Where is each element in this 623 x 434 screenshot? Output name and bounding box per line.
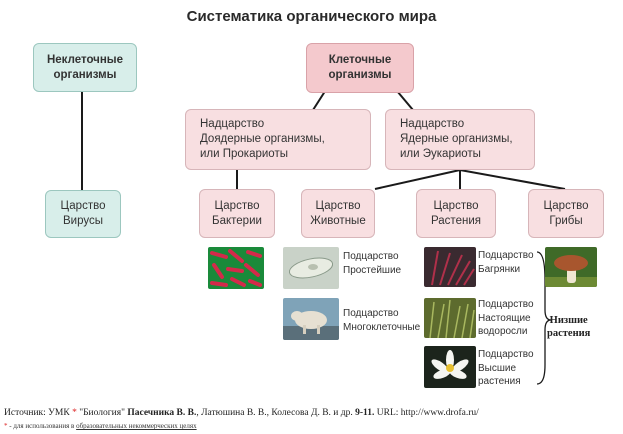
diagram-title: Систематика органического мира <box>186 8 437 25</box>
node-prokaryotes: Надцарство Доядерные организмы, или Прок… <box>185 109 371 170</box>
usage-note: * - для использования в образовательных … <box>4 422 197 430</box>
subkingdom-higher-plants: Подцарство Высшие растения <box>478 349 534 387</box>
node-eukaryotes: Надцарство Ядерные организмы, или Эукари… <box>385 109 535 170</box>
line-eukaryotes-animals <box>374 169 461 190</box>
lower-plants-brace <box>536 251 552 385</box>
water-lily-image <box>424 346 476 388</box>
lower-plants-label: Низшие растения <box>547 315 591 340</box>
subkingdom-true-algae: Подцарство Настоящие водоросли <box>478 299 534 337</box>
line-eukaryotes-fungi <box>459 169 566 190</box>
node-noncellular: Неклеточные организмы <box>33 43 137 92</box>
subkingdom-red-algae: Подцарство Багрянки <box>478 250 534 275</box>
subkingdom-protozoa: Подцарство Простейшие <box>343 251 402 276</box>
source-citation: Источник: УМК * "Биология" Пасечника В. … <box>4 408 479 418</box>
node-bacteria: Царство Бактерии <box>199 189 275 238</box>
true-algae-image <box>424 298 476 338</box>
node-fungi: Царство Грибы <box>528 189 604 238</box>
protozoa-image <box>283 247 339 289</box>
bacteria-image <box>208 247 264 289</box>
mushroom-image <box>545 247 597 287</box>
node-plants: Царство Растения <box>416 189 496 238</box>
subkingdom-multicellular: Подцарство Многоклеточные <box>343 308 421 333</box>
node-animals: Царство Животные <box>301 189 375 238</box>
source-url[interactable]: URL: http://www.drofa.ru/ <box>374 408 479 418</box>
node-viruses: Царство Вирусы <box>45 190 121 238</box>
usage-note-link[interactable]: образовательных некоммерческих целях <box>76 422 197 430</box>
red-algae-image <box>424 247 476 287</box>
node-cellular: Клеточные организмы <box>306 43 414 93</box>
multicellular-animal-image <box>283 298 339 340</box>
